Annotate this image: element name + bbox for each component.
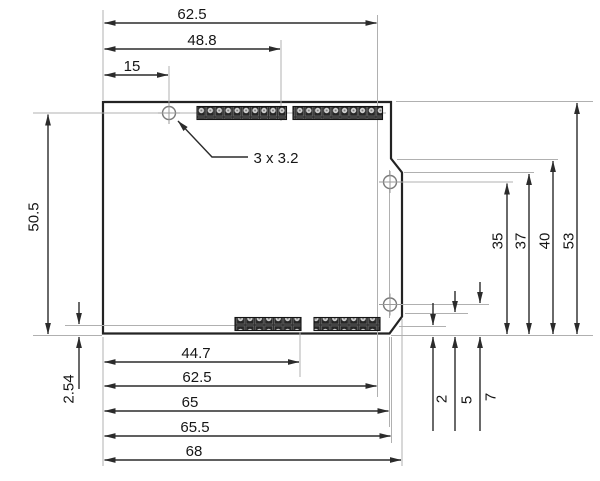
hole-callout: 3 x 3.2 [177,120,299,167]
dim-top-15: 15 [104,58,169,78]
extension-lines [33,10,593,466]
dim-label: 37 [512,233,529,250]
dim-bottom-44-7: 44.7 [104,345,300,365]
dim-left-2-54: 2.54 [60,302,82,404]
dim-left-50-5: 50.5 [25,114,51,335]
dim-right-small-7: 7 [477,282,499,431]
dim-label: 65 [182,394,199,411]
dim-label: 15 [124,58,141,75]
header-bottom-left [234,316,302,332]
hole-callout-label: 3 x 3.2 [253,150,298,167]
dim-label: 40 [536,233,553,250]
dim-top-62-5: 62.5 [104,6,377,26]
dim-label: 65.5 [180,419,209,436]
dim-label: 5 [458,396,475,404]
dim-label: 2 [433,395,450,403]
header-top-right [292,105,384,121]
dim-label: 7 [482,393,499,401]
dim-bottom-62-5: 62.5 [104,369,377,389]
mounting-hole-right-lower [379,293,401,316]
dim-right-small-5: 5 [452,291,475,431]
dim-right-small-2: 2 [430,303,450,431]
dim-label: 68 [186,443,203,460]
header-top-left [196,105,288,121]
dim-label: 44.7 [181,345,210,362]
dim-label: 62.5 [177,6,206,23]
dim-bottom-65-5: 65.5 [104,419,391,439]
dim-right-53: 53 [560,102,580,335]
dim-top-48-8: 48.8 [104,32,281,52]
dim-label: 35 [489,233,506,250]
dim-bottom-65: 65 [104,394,389,414]
dim-label: 50.5 [25,202,42,231]
dim-right-40: 40 [536,160,556,335]
mounting-hole-right-upper [379,171,401,193]
dim-label: 53 [560,233,577,250]
dim-label: 62.5 [182,369,211,386]
mounting-hole-top-left [158,102,180,124]
dim-right-37: 37 [512,173,532,335]
board-outline [101,100,404,335]
dim-label: 48.8 [187,32,216,49]
dim-bottom-68: 68 [104,443,402,463]
dim-label: 2.54 [60,374,77,403]
pin-headers [196,105,384,332]
header-bottom-right [313,316,381,332]
dim-right-35: 35 [489,183,510,335]
